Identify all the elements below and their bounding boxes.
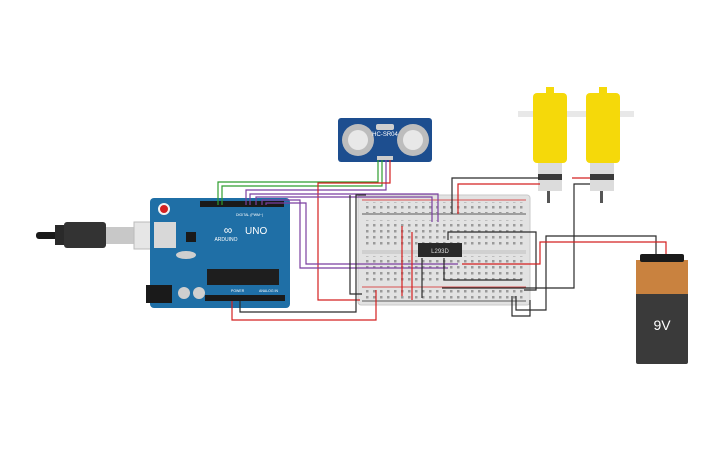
wires [217,160,667,321]
wire-motor1-b[interactable] [457,183,540,214]
wire-arduino-gnd[interactable] [239,194,366,313]
battery-label: 9V [653,317,671,333]
wire-d-input-1[interactable] [255,196,433,222]
ultrasonic-sensor[interactable]: HC-SR04 [338,118,432,162]
dc-motor-2[interactable] [574,87,634,203]
wire-battery-negative[interactable] [515,235,657,311]
arduino-brand: ARDUINO [214,237,237,243]
motor-driver-chip[interactable]: L293D [418,243,462,257]
power-pins-label: POWER [231,289,245,293]
wire-d-input-2[interactable] [261,199,448,269]
wire-ground-rail[interactable] [349,195,362,295]
dc-motor-1[interactable] [518,87,582,203]
wire-arduino-5v[interactable] [231,290,377,321]
arduino-model: UNO [245,226,267,237]
analog-pins-label: ANALOG IN [259,289,279,293]
wire-sensor-trig[interactable] [221,160,383,205]
battery-9v[interactable]: 9V [636,254,688,364]
wire-sensor-power[interactable] [317,160,391,301]
sensor-label: HC-SR04 [372,132,398,138]
arduino-board[interactable]: ∞ ARDUINO UNO DIGITAL (PWM~) POWER ANALO… [146,198,290,308]
wire-driver-gnd-b[interactable] [443,258,522,281]
wire-sensor-echo[interactable] [245,160,387,205]
usb-cable[interactable] [36,221,165,250]
wire-d-enable-a[interactable] [249,193,439,222]
wire-motor1-a[interactable] [451,177,540,214]
digital-pins-label: DIGITAL (PWM~) [236,213,263,217]
wire-motor2-a[interactable] [447,231,537,291]
wire-sensor-vcc[interactable] [217,160,379,205]
chip-label: L293D [431,249,449,255]
wire-battery-ground-loop[interactable] [511,296,531,317]
arduino-logo: ∞ [224,223,233,237]
wire-battery-positive[interactable] [462,241,667,265]
wire-d-input-3[interactable] [265,202,458,265]
